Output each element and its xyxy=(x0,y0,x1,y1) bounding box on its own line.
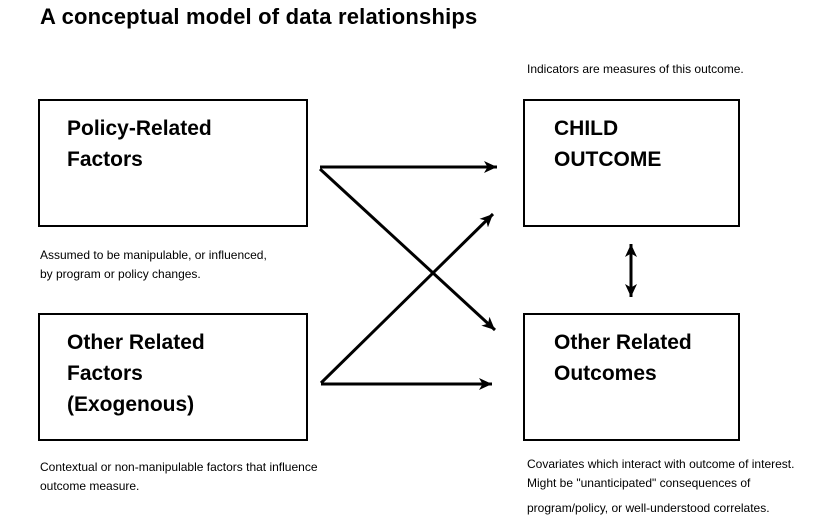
page-title: A conceptual model of data relationships xyxy=(40,4,478,29)
node-label-other-related-factors-exogenous: Other Related Factors (Exogenous) xyxy=(67,331,205,416)
annotation-child-outcome-indicators: Indicators are measures of this outcome. xyxy=(527,62,744,76)
caption-other-related-outcomes-part1: Covariates which interact with outcome o… xyxy=(527,457,795,490)
caption-other-related-outcomes-part2: program/policy, or well-understood corre… xyxy=(527,501,770,515)
arrow-policy-factors-to-other-outcomes xyxy=(318,167,497,332)
node-label-child-outcome: CHILD OUTCOME xyxy=(554,117,662,171)
node-other-related-factors-exogenous: Other Related Factors (Exogenous) xyxy=(38,313,308,441)
node-label-other-related-outcomes: Other Related Outcomes xyxy=(554,331,692,385)
caption-other-related-factors-exogenous: Contextual or non-manipulable factors th… xyxy=(40,460,318,493)
arrow-exogenous-factors-to-child-outcome xyxy=(319,212,495,385)
node-child-outcome: CHILD OUTCOME xyxy=(523,99,740,227)
node-other-related-outcomes: Other Related Outcomes xyxy=(523,313,740,441)
node-policy-related-factors: Policy-Related Factors xyxy=(38,99,308,227)
caption-policy-related-factors: Assumed to be manipulable, or influenced… xyxy=(40,248,267,281)
node-label-policy-related-factors: Policy-Related Factors xyxy=(67,117,212,171)
